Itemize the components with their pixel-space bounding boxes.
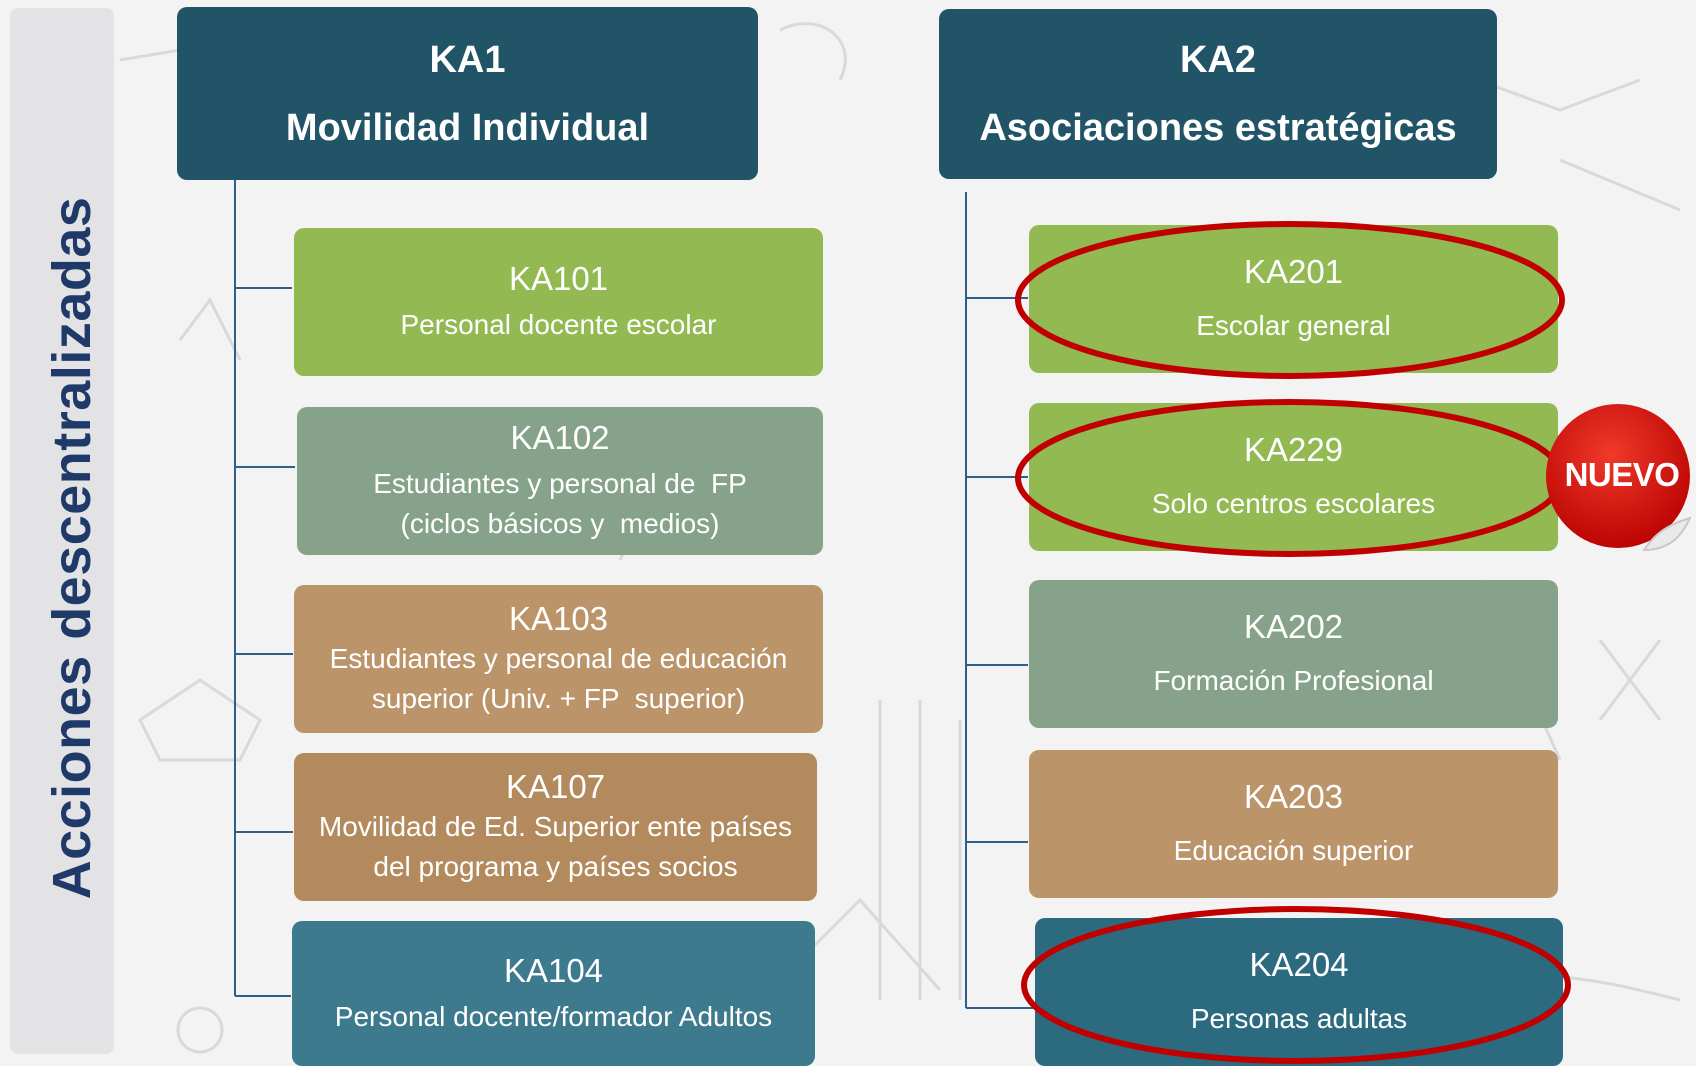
- ka102-desc-line1: Estudiantes y personal de FP: [373, 468, 747, 499]
- ka107-box: KA107 Movilidad de Ed. Superior ente paí…: [294, 753, 817, 901]
- ka229-code: KA229: [1243, 431, 1344, 468]
- ka203-box: KA203 Educación superior: [1029, 750, 1558, 898]
- ka2-title: Asociaciones estratégicas: [979, 107, 1457, 149]
- nuevo-badge-icon: [1546, 404, 1692, 552]
- ka201-desc: Escolar general: [1196, 310, 1391, 341]
- ka202-box: KA202 Formación Profesional: [1029, 580, 1558, 728]
- ka102-box: KA102 Estudiantes y personal de FP (cicl…: [297, 407, 823, 555]
- ka104-box: KA104 Personal docente/formador Adultos: [292, 921, 815, 1066]
- ka201-box: KA201 Escolar general: [1029, 225, 1558, 373]
- ka101-box: KA101 Personal docente escolar: [294, 228, 823, 376]
- nuevo-badge-label: NUEVO: [1564, 456, 1680, 493]
- ka102-code: KA102: [510, 419, 610, 456]
- ka229-box: KA229 Solo centros escolares: [1029, 403, 1558, 551]
- ka107-code: KA107: [505, 768, 606, 805]
- sidebar-panel: Acciones descentralizadas: [10, 8, 114, 1054]
- ka103-box: KA103 Estudiantes y personal de educació…: [294, 585, 823, 733]
- ka203-desc: Educación superior: [1173, 835, 1414, 866]
- ka2-code: KA2: [1179, 39, 1257, 81]
- ka103-desc-line1: Estudiantes y personal de educación: [329, 643, 788, 674]
- ka107-desc-line1: Movilidad de Ed. Superior ente países: [318, 811, 793, 842]
- ka204-box: KA204 Personas adultas: [1035, 918, 1563, 1066]
- ka202-code: KA202: [1243, 608, 1344, 645]
- ka104-code: KA104: [503, 951, 604, 989]
- ka229-desc: Solo centros escolares: [1151, 488, 1436, 519]
- ka101-desc: Personal docente escolar: [400, 309, 717, 340]
- ka204-code: KA204: [1249, 946, 1349, 983]
- ka101-code: KA101: [508, 260, 609, 297]
- ka2-header: KA2 Asociaciones estratégicas: [939, 9, 1497, 179]
- ka104-desc: Personal docente/formador Adultos: [334, 1000, 773, 1032]
- ka102-desc-line2: (ciclos básicos y medios): [400, 508, 720, 539]
- ka204-desc: Personas adultas: [1190, 1003, 1408, 1034]
- ka202-desc: Formación Profesional: [1153, 665, 1434, 696]
- ka1-title: Movilidad Individual: [285, 106, 650, 149]
- ka103-code: KA103: [508, 600, 609, 637]
- ka203-code: KA203: [1243, 778, 1344, 815]
- ka103-desc-line2: superior (Univ. + FP superior): [371, 683, 746, 714]
- ka1-code: KA1: [429, 38, 506, 81]
- ka201-code: KA201: [1243, 253, 1344, 290]
- ka107-desc-line2: del programa y países socios: [373, 851, 738, 882]
- sidebar-title: Acciones descentralizadas: [42, 196, 102, 900]
- ka1-header: KA1 Movilidad Individual: [177, 7, 758, 180]
